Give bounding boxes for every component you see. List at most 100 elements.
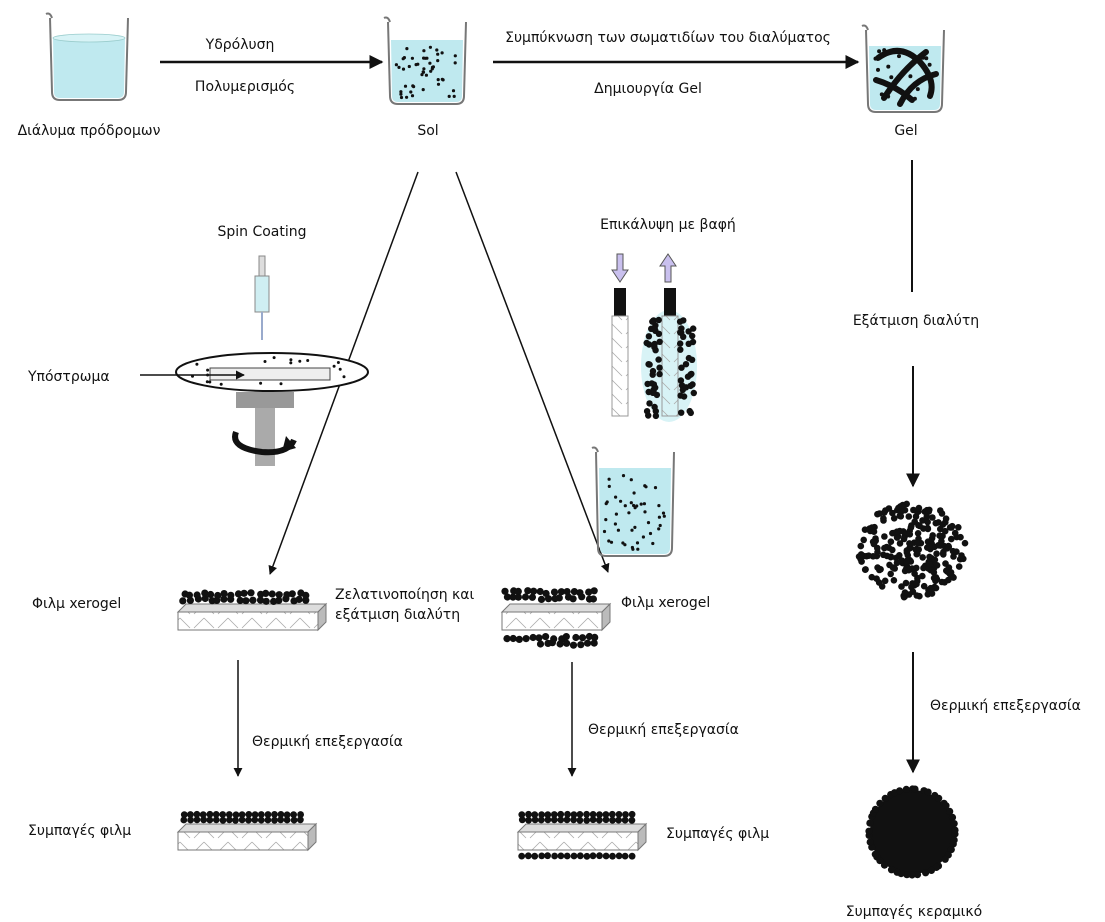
particle xyxy=(595,816,603,824)
gel-beaker-icon xyxy=(861,24,945,113)
particle xyxy=(644,380,651,388)
particle xyxy=(256,596,265,604)
particle xyxy=(399,92,403,96)
particle xyxy=(608,810,616,818)
particle xyxy=(289,361,293,365)
particle xyxy=(509,593,517,601)
particle xyxy=(915,87,920,92)
particle xyxy=(657,515,662,519)
particle xyxy=(259,381,263,385)
particle xyxy=(232,816,239,824)
particle xyxy=(521,593,530,601)
particle xyxy=(226,816,233,824)
particle xyxy=(262,589,270,598)
particle xyxy=(947,569,955,576)
particle xyxy=(509,634,517,643)
particle xyxy=(890,515,898,522)
particle xyxy=(877,49,882,54)
particle xyxy=(548,639,557,647)
particle xyxy=(271,816,278,824)
particle xyxy=(263,360,267,363)
particle xyxy=(685,354,693,362)
heat-treatment-left-label: Θερμική επεξεργασία xyxy=(252,734,403,750)
particle xyxy=(537,595,546,604)
particle xyxy=(685,340,692,347)
particle xyxy=(925,508,933,515)
particle xyxy=(639,502,643,506)
particle xyxy=(436,78,440,82)
particle xyxy=(232,811,240,819)
particle xyxy=(926,560,933,568)
particle xyxy=(283,591,291,599)
gel-formation-label: Δημιουργία Gel xyxy=(594,81,702,97)
particle xyxy=(914,539,921,547)
particle xyxy=(180,816,188,824)
particle xyxy=(583,810,590,818)
particle xyxy=(242,597,250,605)
particle xyxy=(596,852,603,860)
particle xyxy=(619,499,623,503)
particle xyxy=(913,580,920,588)
particle xyxy=(687,382,694,390)
particle xyxy=(889,509,896,517)
particle xyxy=(421,70,425,74)
particle xyxy=(272,356,276,360)
particle xyxy=(912,96,917,101)
particle xyxy=(677,392,684,399)
particle xyxy=(411,84,415,88)
particle xyxy=(643,408,651,415)
particle xyxy=(405,47,409,51)
particle xyxy=(938,537,945,545)
particle xyxy=(529,633,537,642)
particle xyxy=(200,816,208,824)
particle xyxy=(677,346,684,353)
particle xyxy=(644,485,648,489)
particle xyxy=(440,51,444,55)
particle xyxy=(576,811,584,818)
particle xyxy=(621,852,629,860)
particle xyxy=(942,560,949,567)
particle xyxy=(901,589,909,596)
particle xyxy=(536,640,545,648)
particle xyxy=(262,597,270,605)
particle xyxy=(880,861,889,869)
particle xyxy=(929,514,936,521)
particle xyxy=(219,382,223,386)
particle xyxy=(961,539,969,547)
particle xyxy=(271,811,278,818)
particle xyxy=(245,816,252,824)
particle xyxy=(424,73,428,77)
particle xyxy=(628,852,636,860)
particle xyxy=(690,389,697,397)
sol-beaker-icon xyxy=(383,16,467,105)
particle xyxy=(861,566,869,573)
particle xyxy=(236,596,244,605)
particle xyxy=(905,513,913,520)
particle xyxy=(557,816,565,824)
precursor-beaker-icon xyxy=(45,12,129,101)
particle xyxy=(924,788,932,796)
particle xyxy=(652,384,659,391)
particle xyxy=(185,591,193,599)
particle xyxy=(941,855,949,863)
particle xyxy=(563,588,571,596)
particle xyxy=(596,811,603,818)
particle xyxy=(268,590,276,598)
particle xyxy=(536,587,544,596)
particle xyxy=(919,554,926,561)
particle xyxy=(440,77,444,81)
particle xyxy=(564,810,571,818)
particle xyxy=(621,474,626,478)
particle xyxy=(544,816,552,824)
particle xyxy=(452,94,456,98)
particle xyxy=(650,325,657,333)
particle xyxy=(902,50,907,55)
particle xyxy=(643,510,647,514)
particle xyxy=(615,811,623,818)
particle xyxy=(207,590,215,599)
particle xyxy=(903,871,911,879)
particle xyxy=(914,550,921,557)
dense-ceramic-label: Συμπαγές κεραμικό xyxy=(846,904,982,920)
particle xyxy=(277,816,285,824)
particle xyxy=(409,90,413,94)
